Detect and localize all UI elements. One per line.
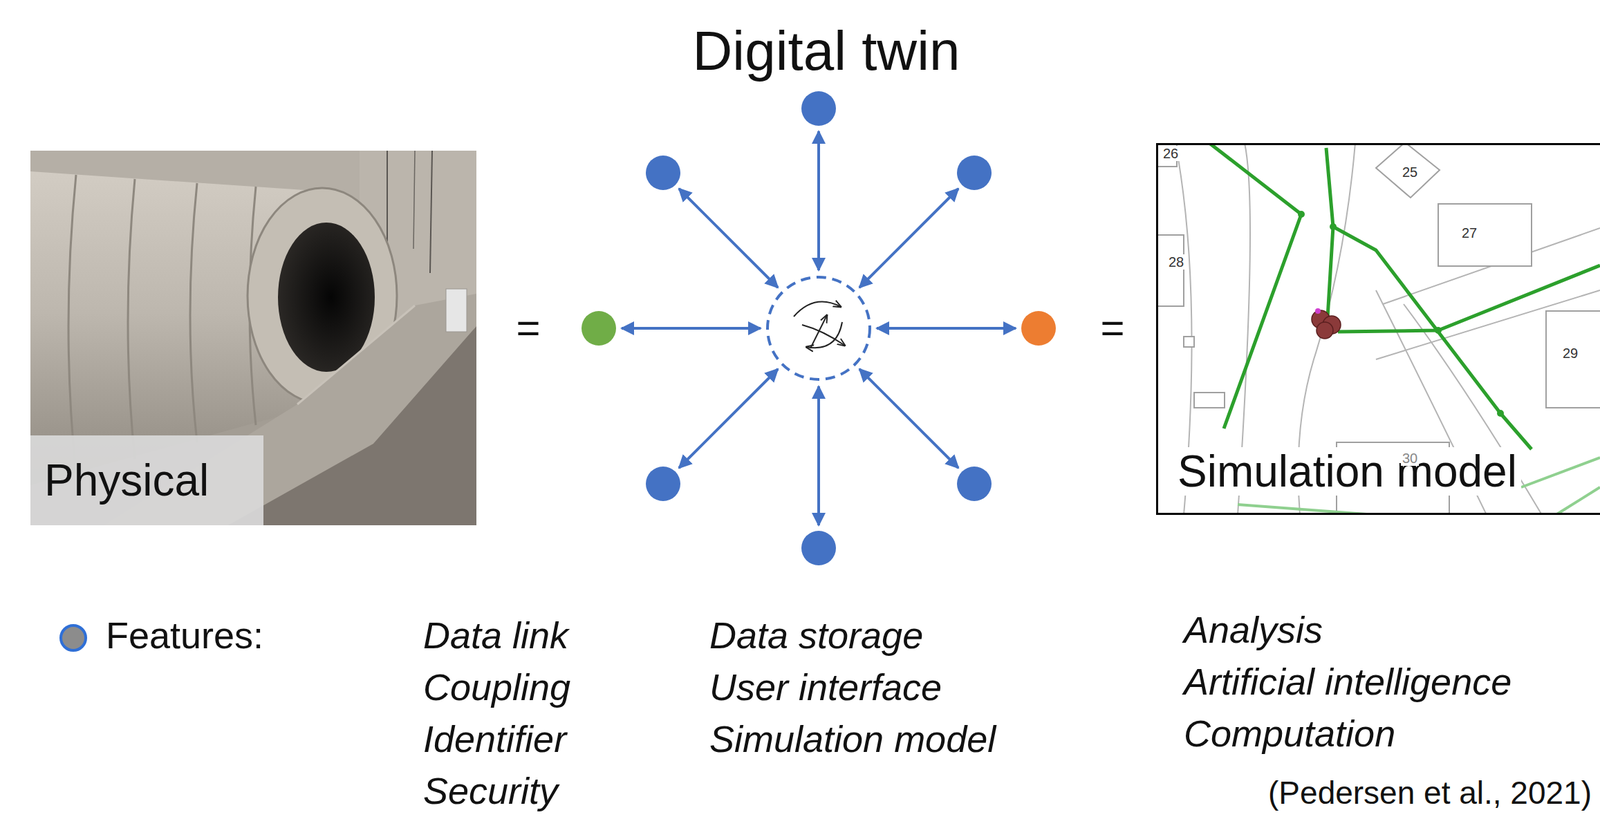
feature-item: Coupling <box>423 667 571 709</box>
map-panel: Simulation model <box>1156 143 1600 516</box>
parcel-number: 28 <box>1167 254 1186 270</box>
feature-item: Analysis <box>1183 609 1323 651</box>
parcel-number: 26 <box>1161 145 1180 162</box>
feature-item: User interface <box>709 667 942 709</box>
feature-item: Simulation model <box>709 719 996 760</box>
parcel-number: 27 <box>1460 225 1479 241</box>
feature-item: Identifier <box>423 719 567 760</box>
feature-item: Artificial intelligence <box>1183 661 1512 703</box>
legend-swatch <box>60 625 86 651</box>
panel-label: Simulation model <box>1173 447 1522 496</box>
parcel-number: 25 <box>1400 164 1419 180</box>
diagram-title: Digital twin <box>622 20 1031 82</box>
photo-panel: Physical <box>30 150 477 526</box>
photo <box>30 150 477 526</box>
panel-label: Physical <box>30 435 264 526</box>
parcel-number: 29 <box>1561 345 1580 361</box>
equals-sign: = <box>1091 305 1134 352</box>
hub-graphic <box>581 91 1056 566</box>
feature-item: Computation <box>1183 713 1396 755</box>
parcel-number: 30 <box>1400 450 1419 467</box>
feature-item: Data link <box>423 615 569 657</box>
equals-sign: = <box>507 305 550 352</box>
legend-label: Features: <box>105 615 264 657</box>
feature-item: Security <box>423 770 558 812</box>
citation: (Pedersen et al., 2021) <box>1268 775 1592 812</box>
map <box>1156 143 1600 516</box>
feature-item: Data storage <box>709 615 924 657</box>
